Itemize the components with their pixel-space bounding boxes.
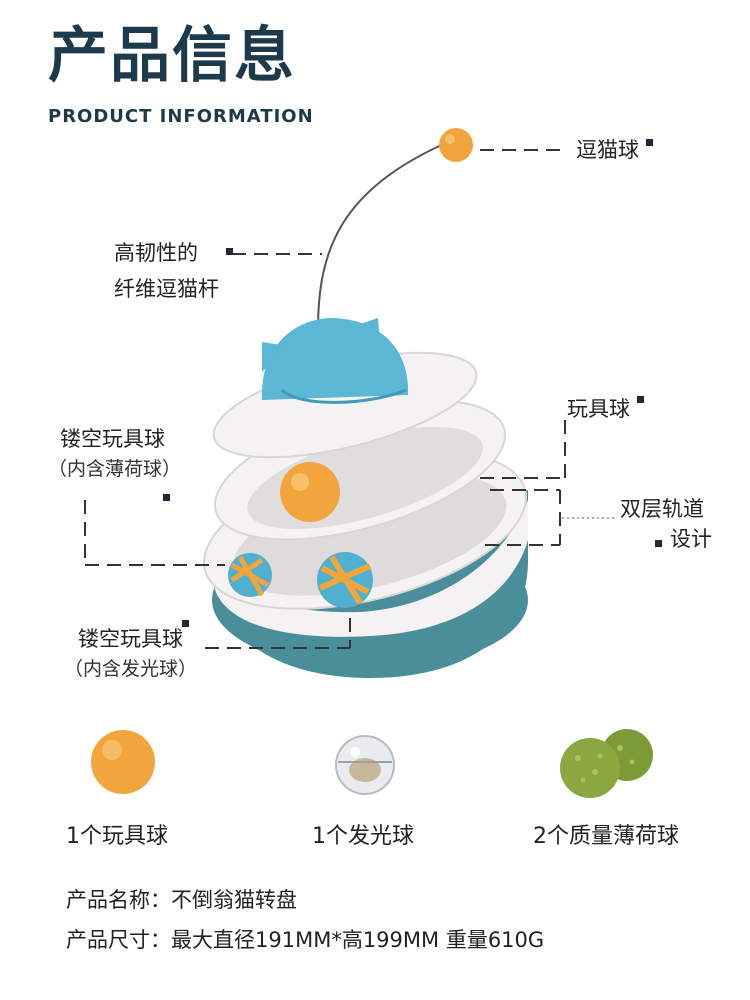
marker-square (226, 240, 233, 259)
callout-tease-ball-text: 逗猫球 (576, 138, 639, 162)
page-title: 产品信息 (48, 21, 296, 91)
callout-fiber-rod-line2: 纤维逗猫杆 (114, 277, 219, 301)
product-name-line: 产品名称：不倒翁猫转盘 (66, 888, 297, 912)
marker-square (182, 612, 189, 631)
product-size-line: 产品尺寸：最大直径191MM*高199MM 重量610G (66, 928, 545, 952)
marker-square (655, 532, 662, 551)
accessory-label-toy-ball: 1个玩具球 (66, 824, 168, 849)
callout-hollow-top-line1: 镂空玩具球 (60, 427, 165, 451)
callout-tease-ball: 逗猫球 (576, 133, 653, 167)
callout-hollow-bottom-line1: 镂空玩具球 (78, 627, 183, 651)
tease-ball (439, 128, 473, 162)
toy-ball (280, 462, 340, 522)
marker-square (163, 486, 170, 505)
accessory-label-glow-ball: 1个发光球 (312, 824, 414, 849)
cat-dome (261, 318, 409, 400)
marker-square (636, 396, 644, 403)
page-subtitle: PRODUCT INFORMATION (48, 106, 314, 127)
callout-double-track-line1: 双层轨道 (620, 497, 704, 521)
callout-hollow-top-line2: （内含薄荷球） (48, 458, 182, 480)
accessory-label-catnip-balls: 2个质量薄荷球 (533, 824, 679, 849)
callout-double-track-line2: 设计 (670, 527, 712, 551)
callout-fiber-rod-line1: 高韧性的 (114, 241, 198, 265)
callout-toy-ball: 玩具球 (567, 392, 644, 426)
marker-square (645, 139, 653, 146)
callout-hollow-bottom-line2: （内含发光球） (64, 658, 198, 680)
fiber-rod (317, 141, 449, 331)
callout-toy-ball-text: 玩具球 (567, 397, 630, 421)
